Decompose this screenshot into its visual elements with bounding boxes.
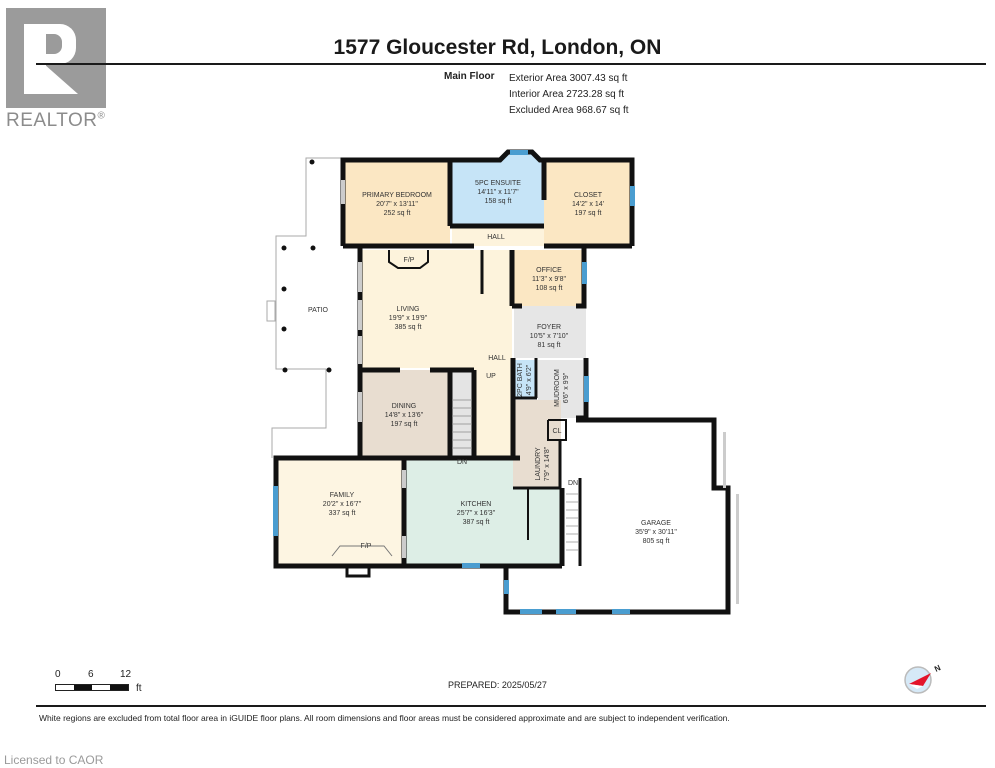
room-foyer bbox=[514, 306, 586, 358]
svg-text:F/P: F/P bbox=[361, 543, 372, 550]
svg-text:DN: DN bbox=[568, 480, 578, 487]
footer-divider bbox=[36, 705, 986, 707]
svg-text:14'11" x 11'7": 14'11" x 11'7" bbox=[477, 189, 519, 196]
scale-tick-0: 0 bbox=[55, 669, 61, 680]
svg-text:6'6" x 9'9": 6'6" x 9'9" bbox=[563, 372, 570, 403]
room-hall-top bbox=[452, 226, 544, 246]
svg-text:197 sq ft: 197 sq ft bbox=[575, 210, 602, 217]
license-text: Licensed to CAOR bbox=[4, 753, 104, 767]
svg-text:N: N bbox=[933, 663, 942, 674]
svg-text:HALL: HALL bbox=[487, 234, 505, 241]
svg-text:20'7" x 13'11": 20'7" x 13'11" bbox=[376, 201, 418, 208]
prepared-date: PREPARED: 2025/05/27 bbox=[448, 680, 547, 690]
svg-text:FOYER: FOYER bbox=[537, 324, 561, 331]
realtor-logo bbox=[6, 8, 106, 108]
room-office bbox=[514, 250, 584, 306]
svg-text:LAUNDRY: LAUNDRY bbox=[535, 447, 542, 481]
staircase bbox=[452, 399, 578, 551]
svg-text:20'2" x 16'7": 20'2" x 16'7" bbox=[323, 501, 362, 508]
room-kitchen bbox=[404, 460, 560, 564]
header-divider bbox=[36, 63, 986, 65]
svg-text:158 sq ft: 158 sq ft bbox=[485, 198, 512, 205]
door-openings bbox=[341, 180, 739, 604]
svg-text:14'2" x 14': 14'2" x 14' bbox=[572, 201, 604, 208]
room-dining bbox=[360, 370, 450, 458]
svg-text:337 sq ft: 337 sq ft bbox=[329, 510, 356, 517]
svg-text:14'8" x 13'6": 14'8" x 13'6" bbox=[385, 412, 424, 419]
svg-text:PATIO: PATIO bbox=[308, 307, 329, 314]
room-closet bbox=[544, 160, 632, 246]
svg-text:F/P: F/P bbox=[404, 257, 415, 264]
svg-text:387 sq ft: 387 sq ft bbox=[463, 519, 490, 526]
room-2pc-bath bbox=[513, 360, 535, 398]
svg-text:DINING: DINING bbox=[392, 403, 417, 410]
scale-tick-12: 12 bbox=[120, 669, 132, 680]
svg-text:252 sq ft: 252 sq ft bbox=[384, 210, 411, 217]
exterior-area: Exterior Area 3007.43 sq ft bbox=[509, 73, 628, 84]
svg-text:DN: DN bbox=[457, 459, 467, 466]
svg-text:HALL: HALL bbox=[488, 355, 506, 362]
room-primary-bedroom bbox=[343, 160, 450, 246]
disclaimer-text: White regions are excluded from total fl… bbox=[39, 713, 730, 723]
svg-text:UP: UP bbox=[486, 373, 496, 380]
svg-text:5PC ENSUITE: 5PC ENSUITE bbox=[475, 180, 521, 187]
svg-text:19'9" x 19'9": 19'9" x 19'9" bbox=[389, 315, 428, 322]
svg-text:11'3" x 9'8": 11'3" x 9'8" bbox=[532, 276, 566, 283]
walls bbox=[273, 149, 731, 615]
windows bbox=[273, 150, 635, 614]
svg-text:25'7" x 16'3": 25'7" x 16'3" bbox=[457, 510, 496, 517]
scale-tick-6: 6 bbox=[88, 669, 94, 680]
floor-label: Main Floor bbox=[444, 71, 495, 82]
room-5pc-ensuite bbox=[452, 152, 544, 226]
svg-text:PRIMARY BEDROOM: PRIMARY BEDROOM bbox=[362, 192, 432, 199]
room-laundry bbox=[513, 400, 561, 488]
svg-text:35'9" x 30'11": 35'9" x 30'11" bbox=[635, 529, 677, 536]
svg-text:OFFICE: OFFICE bbox=[536, 267, 562, 274]
patio bbox=[266, 157, 342, 458]
excluded-area: Excluded Area 968.67 sq ft bbox=[509, 105, 629, 116]
svg-text:805 sq ft: 805 sq ft bbox=[643, 538, 670, 545]
svg-text:81 sq ft: 81 sq ft bbox=[538, 342, 561, 349]
scale-bar: 0 6 12 ft bbox=[55, 669, 155, 694]
interior-area: Interior Area 2723.28 sq ft bbox=[509, 89, 625, 100]
realtor-logo-text: REALTOR® bbox=[6, 110, 106, 131]
svg-text:108 sq ft: 108 sq ft bbox=[536, 285, 563, 292]
svg-text:7'9" x 14'8": 7'9" x 14'8" bbox=[544, 446, 551, 481]
svg-text:GARAGE: GARAGE bbox=[641, 520, 671, 527]
svg-text:197 sq ft: 197 sq ft bbox=[391, 421, 418, 428]
svg-text:LIVING: LIVING bbox=[397, 306, 420, 313]
floor-area-summary: Exterior Area 3007.43 sq ft Interior Are… bbox=[509, 71, 629, 119]
svg-text:4'9" x 6'2": 4'9" x 6'2" bbox=[526, 364, 533, 395]
svg-text:385 sq ft: 385 sq ft bbox=[395, 324, 422, 331]
svg-text:10'5" x 7'10": 10'5" x 7'10" bbox=[530, 333, 569, 340]
svg-text:MUDROOM: MUDROOM bbox=[554, 369, 561, 407]
room-stairs bbox=[452, 370, 474, 458]
scale-unit: ft bbox=[136, 683, 142, 694]
svg-text:CL: CL bbox=[553, 428, 562, 435]
property-address-title: 1577 Gloucester Rd, London, ON bbox=[333, 36, 662, 59]
svg-text:KITCHEN: KITCHEN bbox=[461, 501, 492, 508]
compass-icon: N bbox=[904, 663, 942, 694]
room-family bbox=[276, 460, 404, 566]
room-hall-mid bbox=[474, 250, 512, 458]
svg-text:CLOSET: CLOSET bbox=[574, 192, 603, 199]
svg-text:FAMILY: FAMILY bbox=[330, 492, 355, 499]
room-labels: PRIMARY BEDROOM 20'7" x 13'11" 252 sq ft… bbox=[308, 180, 677, 550]
svg-text:2PC BATH: 2PC BATH bbox=[517, 363, 524, 397]
